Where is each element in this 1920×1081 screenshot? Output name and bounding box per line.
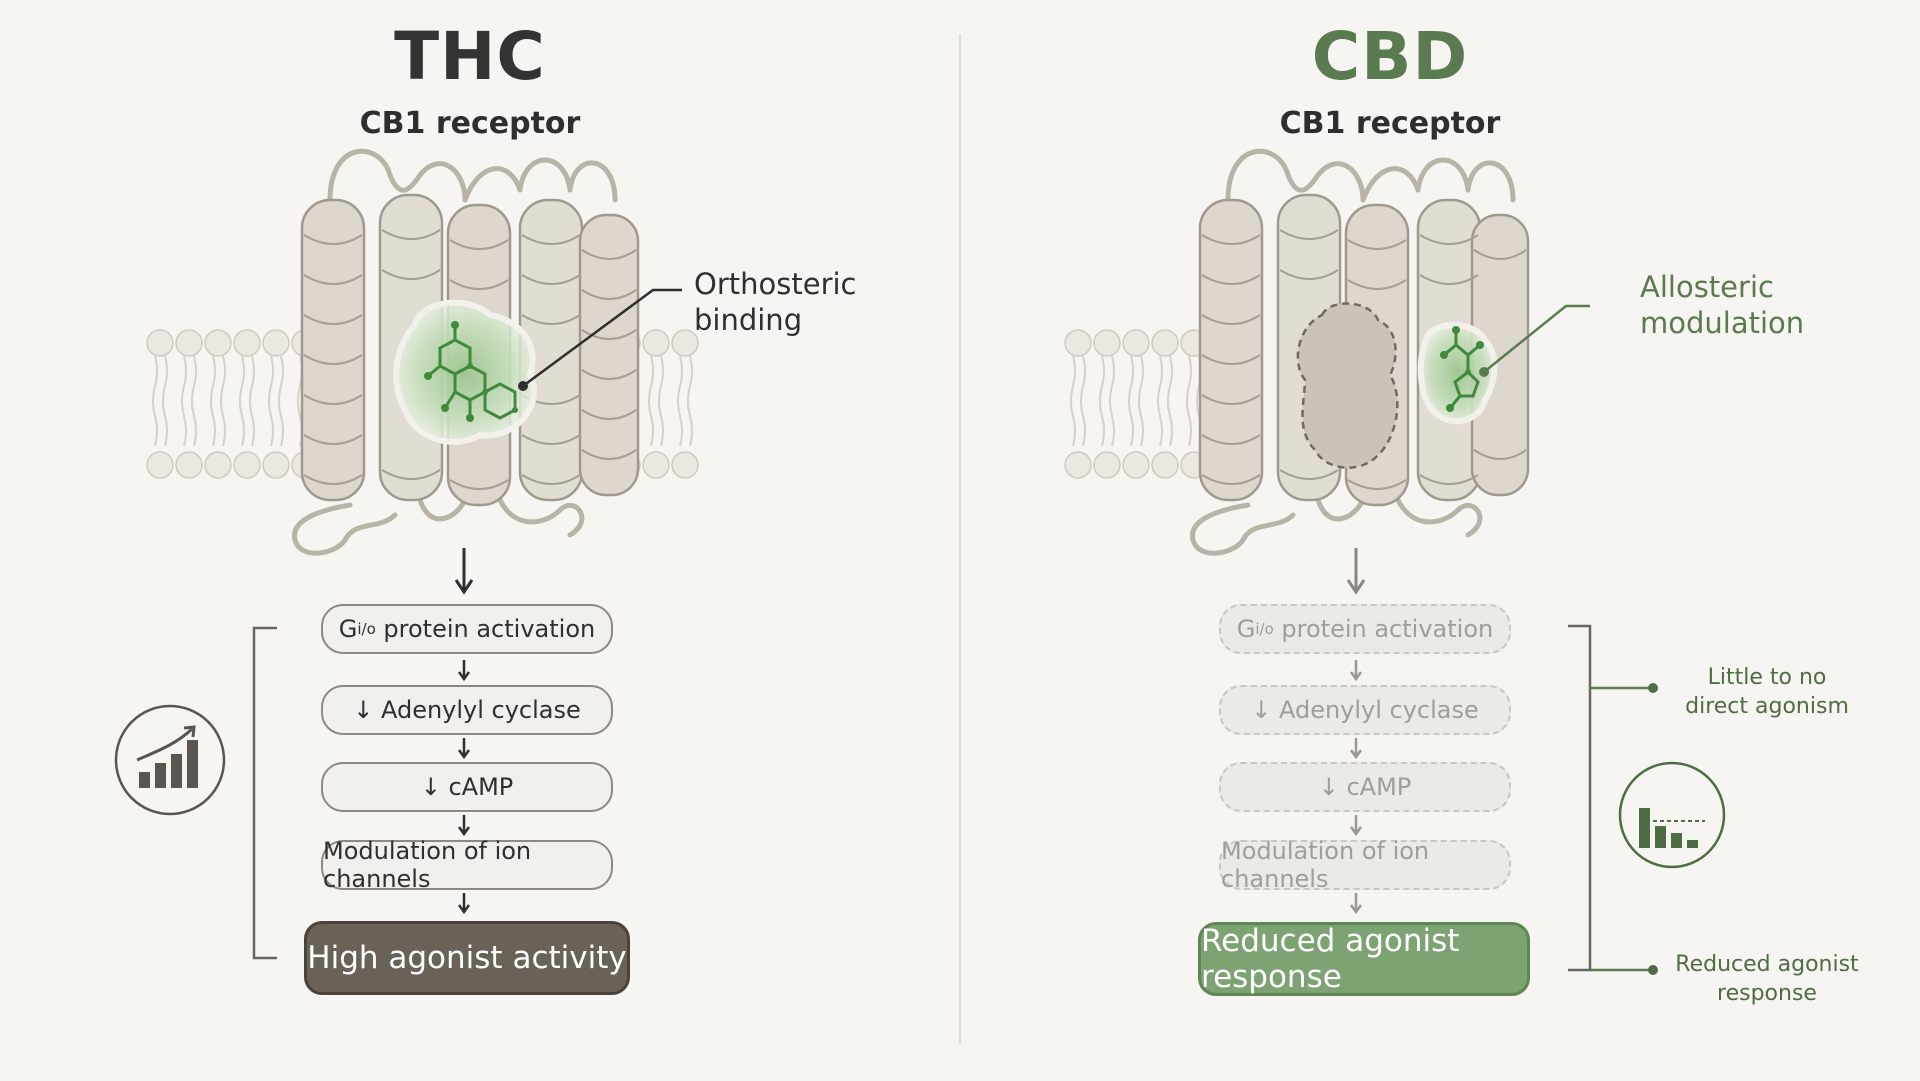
callout-line-1: Orthosteric	[694, 267, 857, 301]
thc-receptor-illustration	[114, 148, 699, 960]
allosteric-modulation-label: Allosteric modulation	[1640, 269, 1804, 341]
note-line-1: Reduced agonist	[1675, 952, 1859, 977]
callout-line-1: Allosteric	[1640, 270, 1774, 304]
empty-orthosteric-pocket	[1296, 302, 1399, 469]
allosteric-pocket	[1417, 321, 1498, 425]
callout-line-2: binding	[694, 303, 803, 337]
cbd-panel: CBD CB1 receptor Allosteric modulation G…	[960, 0, 1920, 1081]
step-arrows	[457, 660, 471, 915]
little-direct-agonism-note: Little to no direct agonism	[1660, 663, 1874, 721]
receptor-down-arrow	[454, 548, 474, 595]
orthosteric-leader-line	[522, 288, 682, 388]
g-protein-text: protein activation	[1273, 615, 1494, 643]
reduced-agonist-response-result: Reduced agonist response	[1198, 922, 1530, 996]
cbd-receptor-illustration	[1064, 148, 1726, 975]
g-letter: G	[1236, 615, 1256, 643]
g-protein-text: protein activation	[375, 615, 596, 643]
step-arrows	[1349, 660, 1363, 915]
camp-box: ↓ cAMP	[1219, 762, 1511, 812]
rising-bar-chart-icon	[114, 704, 226, 816]
ion-channels-box: Modulation of ion channels	[321, 837, 613, 893]
low-bar-chart-icon	[1618, 761, 1726, 869]
orthosteric-pocket	[393, 299, 537, 445]
g-subscript: i/o	[1255, 620, 1274, 638]
allosteric-leader-line	[1483, 304, 1590, 373]
camp-box: ↓ cAMP	[321, 762, 613, 812]
note-line-1: Little to no	[1707, 665, 1827, 690]
receptor-loops	[1190, 148, 1516, 556]
reduced-agonist-response-note: Reduced agonist response	[1660, 950, 1874, 1008]
receptor-down-arrow	[1346, 548, 1366, 595]
thc-title: THC	[394, 18, 546, 95]
cbd-receptor-label: CB1 receptor	[1279, 106, 1501, 141]
orthosteric-binding-label: Orthosteric binding	[694, 266, 857, 338]
adenylyl-cyclase-box: ↓ Adenylyl cyclase	[321, 685, 613, 735]
cascade-bracket	[252, 626, 277, 960]
cascade-bracket	[1568, 624, 1592, 972]
thc-receptor-label: CB1 receptor	[359, 106, 581, 141]
g-subscript: i/o	[357, 620, 376, 638]
cbd-title: CBD	[1311, 18, 1469, 95]
note-pointers	[1590, 686, 1653, 972]
g-letter: G	[338, 615, 358, 643]
high-agonist-activity-result: High agonist activity	[304, 921, 630, 995]
panel-divider	[959, 34, 961, 1044]
callout-line-2: modulation	[1640, 306, 1805, 340]
note-line-2: response	[1717, 981, 1817, 1006]
ion-channels-box: Modulation of ion channels	[1219, 837, 1511, 893]
receptor-loops	[292, 148, 618, 556]
note-line-2: direct agonism	[1685, 694, 1849, 719]
adenylyl-cyclase-box: ↓ Adenylyl cyclase	[1219, 685, 1511, 735]
